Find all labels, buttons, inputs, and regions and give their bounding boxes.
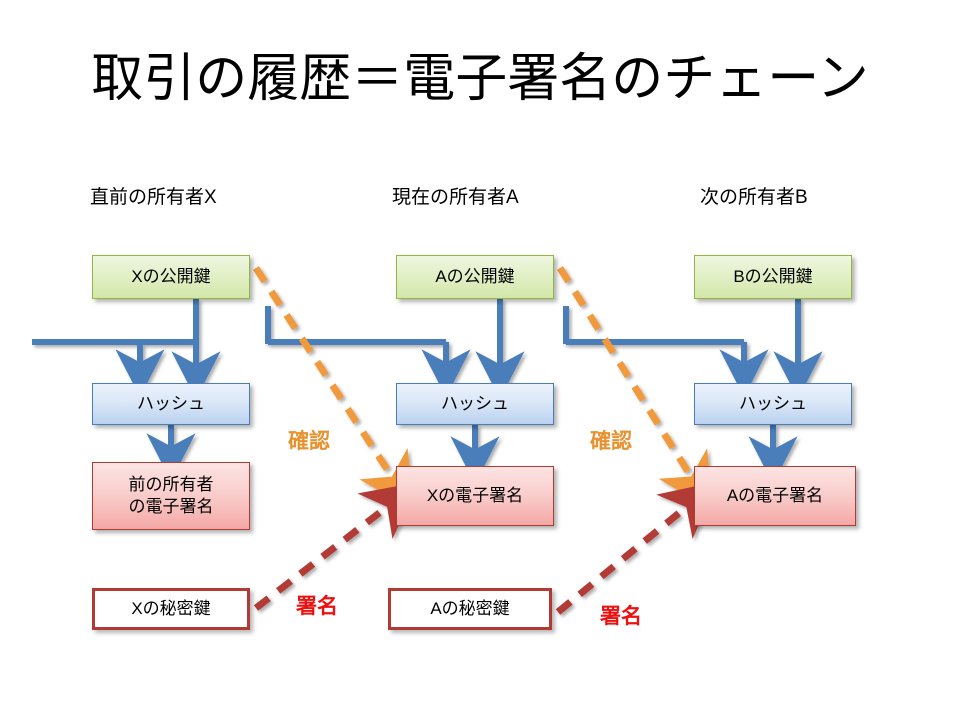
signature-box-previous-owner: 前の所有者 の電子署名	[92, 462, 250, 530]
private-key-box-x: Xの秘密鍵	[92, 588, 250, 630]
hash-box-b: ハッシュ	[694, 383, 852, 425]
verify-label-2: 確認	[590, 430, 632, 453]
signature-box-a: Aの電子署名	[694, 466, 856, 526]
column-caption-next-owner: 次の所有者B	[700, 187, 808, 208]
public-key-box-b: Bの公開鍵	[694, 255, 852, 299]
public-key-box-x: Xの公開鍵	[92, 255, 250, 299]
verify-label-1: 確認	[288, 430, 330, 453]
column-caption-previous-owner: 直前の所有者X	[90, 187, 217, 208]
public-key-box-a: Aの公開鍵	[396, 255, 554, 299]
sign-label-1: 署名	[296, 595, 338, 618]
column-caption-current-owner: 現在の所有者A	[392, 187, 519, 208]
hash-box-a: ハッシュ	[396, 383, 554, 425]
signature-box-x: Xの電子署名	[396, 466, 554, 526]
sign-label-2: 署名	[600, 605, 642, 628]
private-key-box-a: Aの秘密鍵	[388, 588, 552, 630]
hash-box-x: ハッシュ	[92, 383, 250, 425]
page-title: 取引の履歴＝電子署名のチェーン	[91, 50, 869, 108]
